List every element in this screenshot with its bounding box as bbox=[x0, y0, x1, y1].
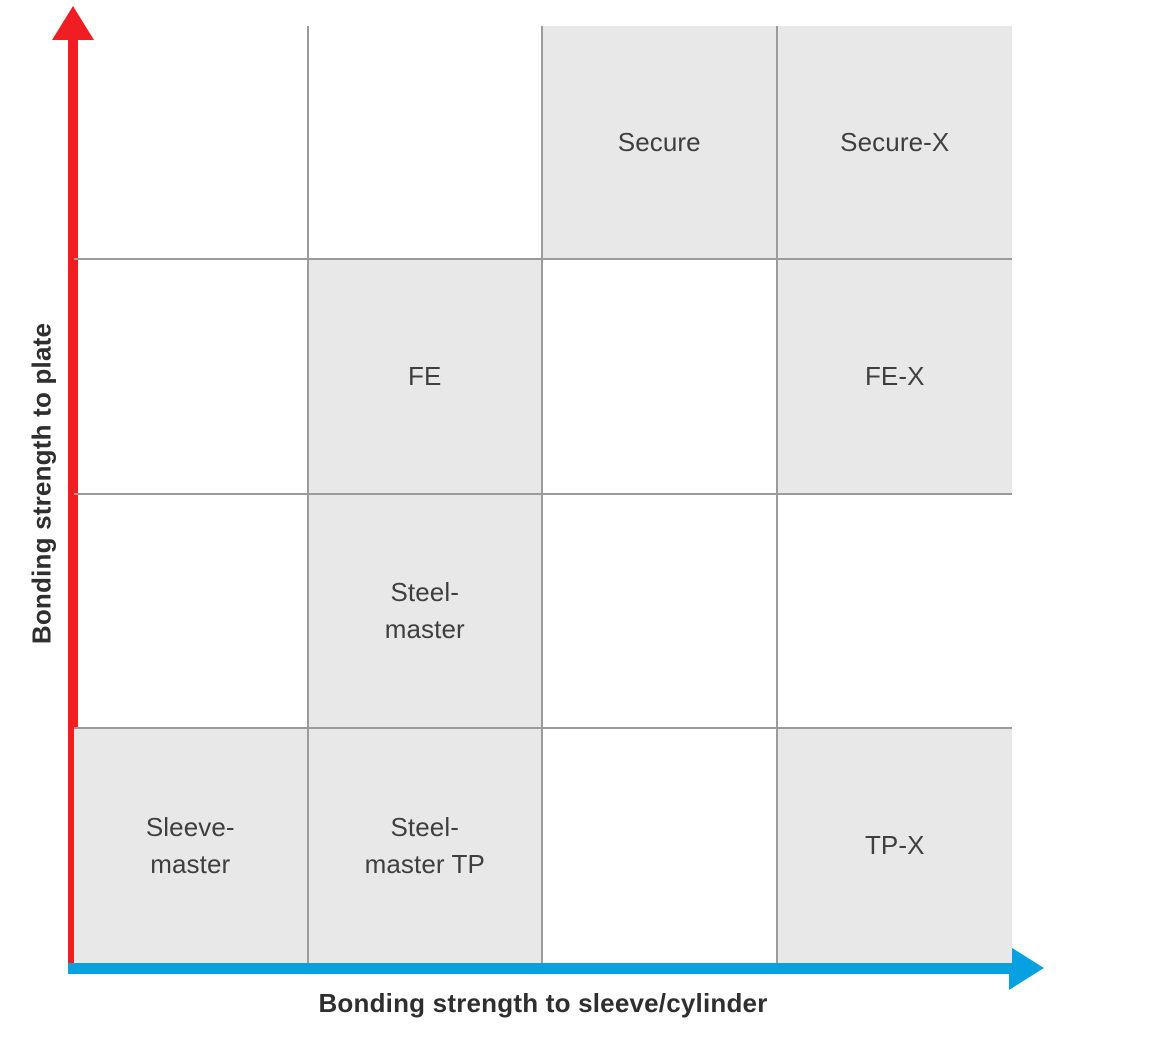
matrix-cell-r3c4 bbox=[777, 495, 1012, 729]
matrix-cell-fe-x[interactable]: FE-X bbox=[777, 260, 1012, 495]
matrix-cell-tp-x[interactable]: TP-X bbox=[777, 728, 1012, 963]
matrix-cell-r2c1 bbox=[74, 260, 309, 495]
matrix-cell-r4c3 bbox=[543, 728, 778, 963]
matrix-cell-label: FE bbox=[408, 360, 442, 391]
y-axis-line bbox=[68, 34, 78, 969]
matrix-grid: Secure Secure-X FE FE-X Steel- master Sl… bbox=[74, 26, 1012, 963]
y-axis bbox=[46, 4, 102, 969]
x-axis-title: Bonding strength to sleeve/cylinder bbox=[318, 988, 768, 1018]
matrix-cell-steel-master[interactable]: Steel- master bbox=[308, 494, 543, 729]
matrix-cell-r3c3 bbox=[543, 494, 778, 729]
y-axis-title: Bonding strength to plate bbox=[26, 322, 57, 645]
matrix-cell-r1c2 bbox=[308, 26, 543, 261]
matrix-cell-r3c1 bbox=[74, 494, 309, 729]
matrix-cell-secure-x[interactable]: Secure-X bbox=[777, 26, 1012, 261]
matrix-cell-fe[interactable]: FE bbox=[308, 260, 543, 495]
matrix-cell-label: Secure-X bbox=[840, 126, 950, 157]
matrix-cell-r2c3 bbox=[543, 260, 778, 495]
arrow-right-icon bbox=[1009, 946, 1044, 990]
x-axis bbox=[64, 940, 1064, 1000]
matrix-cell-label: Steel- master TP bbox=[364, 811, 485, 879]
matrix-cell-label: FE-X bbox=[864, 360, 925, 391]
matrix-cell-label: Sleeve- master bbox=[145, 811, 235, 879]
matrix-cell-r1c1 bbox=[74, 26, 309, 261]
matrix-cell-sleeve-master[interactable]: Sleeve- master bbox=[74, 728, 309, 963]
matrix-cell-secure[interactable]: Secure bbox=[543, 26, 778, 261]
matrix-cell-label: Steel- master bbox=[384, 576, 465, 644]
matrix-cell-steel-master-tp[interactable]: Steel- master TP bbox=[308, 728, 543, 963]
matrix-cell-label: TP-X bbox=[864, 830, 925, 861]
x-axis-line bbox=[68, 963, 1013, 974]
matrix-cell-label: Secure bbox=[617, 126, 701, 157]
